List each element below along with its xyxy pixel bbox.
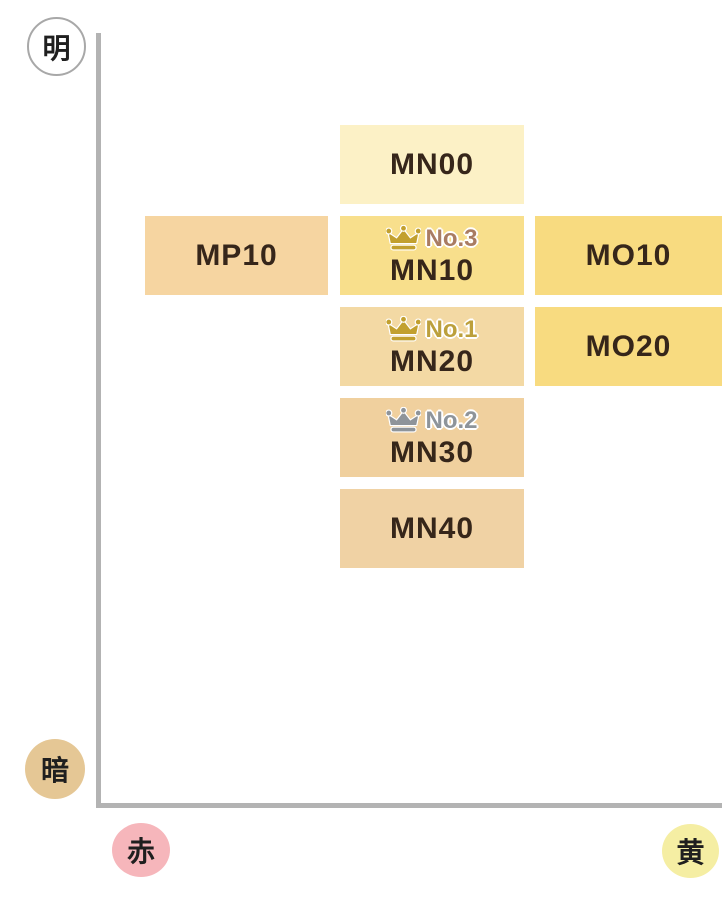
y-axis-line [96, 33, 101, 808]
shade-name: MN10 [389, 253, 475, 287]
rank-label: No.1 [425, 315, 478, 343]
x-axis-left-label-red: 赤 [112, 823, 170, 877]
x-axis-line [96, 803, 722, 808]
rank-label: No.2 [425, 406, 478, 434]
rank-badge: No.3 [386, 224, 478, 253]
y-axis-top-label-bright: 明 [27, 17, 86, 76]
rank-badge: No.2 [386, 406, 478, 435]
shade-swatch-mn10: No.3 MN10 [340, 216, 524, 295]
shade-name: MN20 [389, 344, 475, 378]
shade-swatch-mn40: MN40 [340, 489, 524, 568]
rank-badge: No.1 [386, 315, 478, 344]
shade-name: MN40 [389, 512, 475, 545]
crown-icon [386, 406, 422, 435]
shade-name: MO10 [585, 239, 672, 272]
bright-label-text: 明 [42, 32, 71, 64]
shade-name: MN30 [389, 435, 475, 469]
crown-icon [386, 315, 422, 344]
shade-name: MP10 [195, 239, 278, 272]
shade-swatch-mn30: No.2 MN30 [340, 398, 524, 477]
shade-swatch-mo20: MO20 [535, 307, 722, 386]
red-label-text: 赤 [126, 836, 155, 867]
rank-label: No.3 [425, 224, 478, 252]
shade-name: MO20 [585, 330, 672, 363]
shade-name: MN00 [389, 148, 475, 181]
crown-icon [386, 224, 422, 253]
shade-swatch-mn00: MN00 [340, 125, 524, 204]
dark-label-text: 暗 [40, 755, 69, 786]
shade-swatch-mn20: No.1 MN20 [340, 307, 524, 386]
shade-swatch-mo10: MO10 [535, 216, 722, 295]
yellow-label-text: 黄 [676, 837, 705, 868]
x-axis-right-label-yellow: 黄 [662, 824, 719, 878]
y-axis-bottom-label-dark: 暗 [25, 739, 85, 799]
shade-swatch-mp10: MP10 [145, 216, 328, 295]
